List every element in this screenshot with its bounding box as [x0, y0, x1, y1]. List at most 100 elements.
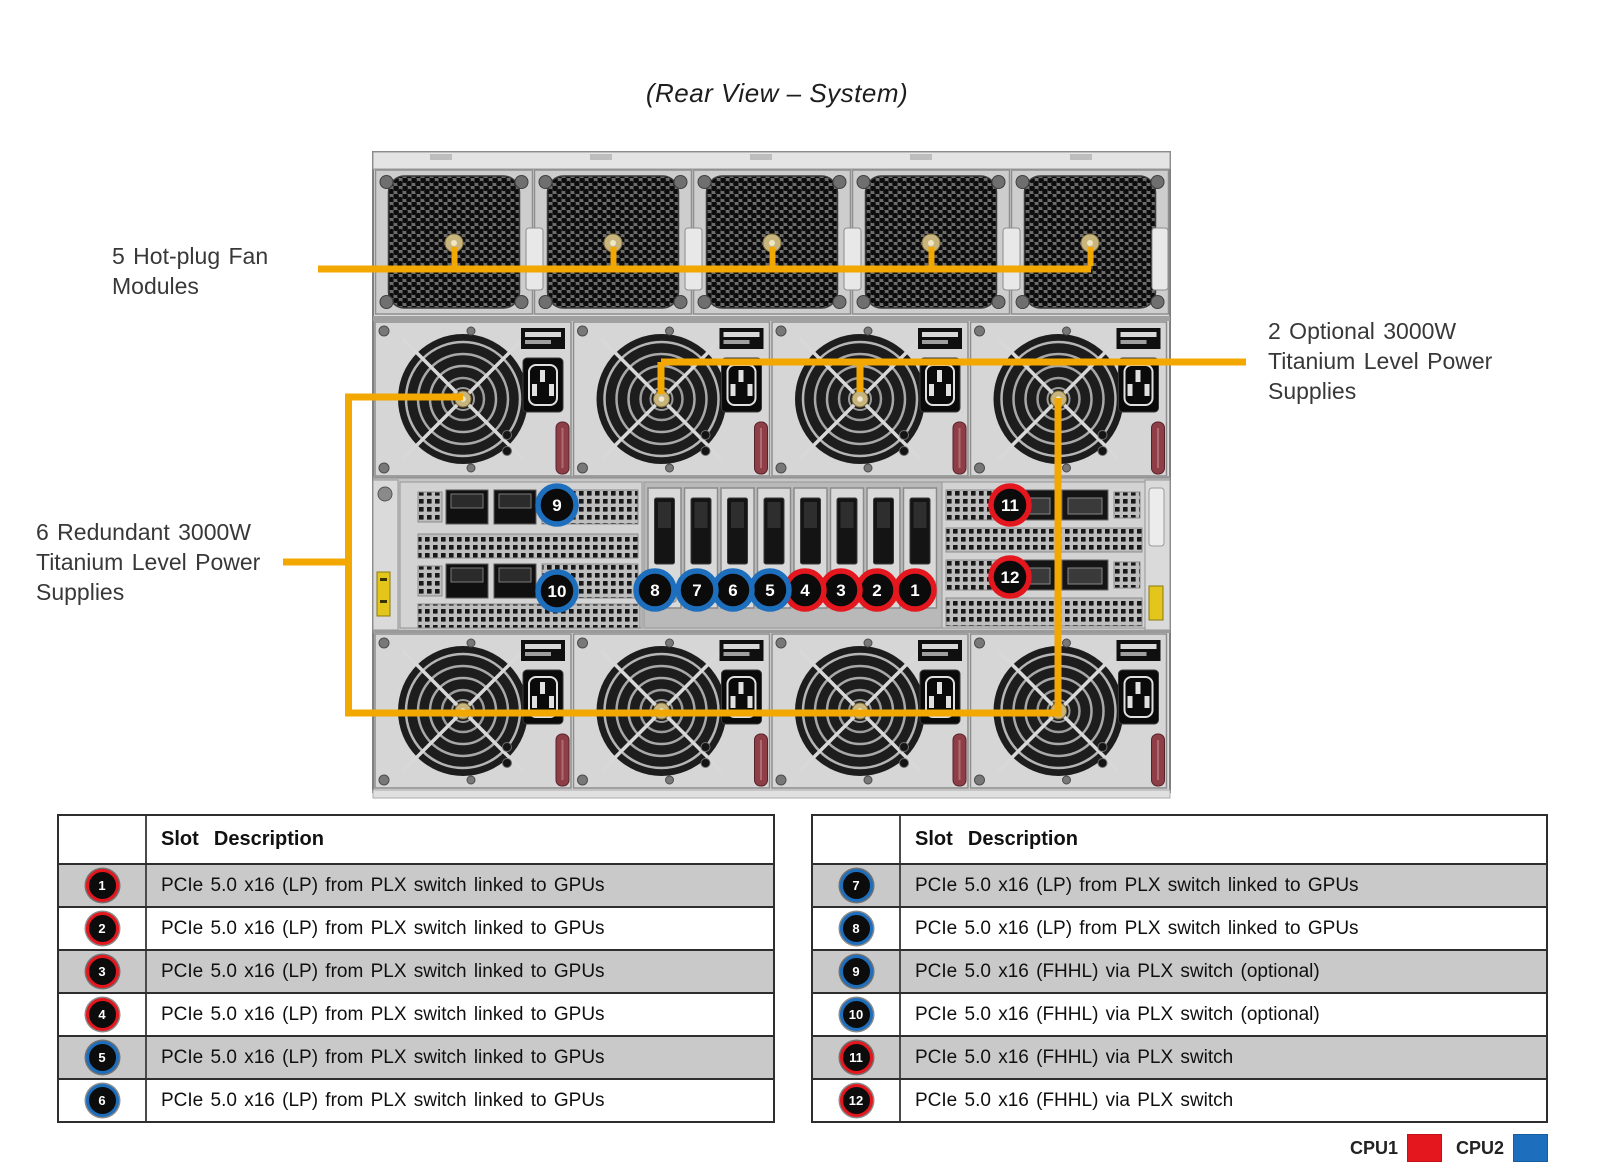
slot-badge-6: 6: [85, 1084, 119, 1117]
legend-swatch-cpu2: [1513, 1134, 1548, 1162]
legend-item-cpu2: CPU2: [1456, 1134, 1548, 1162]
diagram-slot-badge-number: 9: [552, 496, 561, 515]
io-section: [372, 477, 1171, 633]
legend-label: CPU2: [1455, 1137, 1504, 1158]
table-row-slot-10: 10 PCIe 5.0 x16 (FHHL) via PLX switch (op…: [813, 992, 1546, 1035]
table-row-slot-6: 6 PCIe 5.0 x16 (LP) from PLX switch linke…: [59, 1078, 773, 1121]
fan-callout-stubs: [451, 247, 1094, 266]
slot-badge-12: 12: [839, 1084, 873, 1117]
warning-sticker: [1148, 585, 1164, 621]
slot-number-cell: 1: [59, 865, 147, 906]
diagram-slot-badge-number: 7: [692, 581, 701, 600]
slot-number-cell: 5: [59, 1037, 147, 1078]
table-row-slot-1: 1 PCIe 5.0 x16 (LP) from PLX switch linke…: [59, 863, 773, 906]
header-slot-cell: [59, 816, 147, 863]
slot-number-cell: 8: [813, 908, 901, 949]
slot-description-cell: PCIe 5.0 x16 (LP) from PLX switch linked…: [161, 1046, 605, 1068]
fan-modules-label: 5 Hot-plug Fan Modules: [112, 243, 269, 299]
diagram-slot-badge-number: 6: [728, 581, 737, 600]
slot-number-cell: 4: [59, 994, 147, 1035]
header-description-cell: Slot Description: [915, 828, 1078, 850]
slot-description-cell: PCIe 5.0 x16 (LP) from PLX switch linked…: [915, 917, 1359, 939]
slot-number-cell: 10: [813, 994, 901, 1035]
table-row-slot-8: 8 PCIe 5.0 x16 (LP) from PLX switch linke…: [813, 906, 1546, 949]
table-row-slot-9: 9 PCIe 5.0 x16 (FHHL) via PLX switch (opt…: [813, 949, 1546, 992]
fan-module: [851, 169, 1011, 315]
slot-badge-9: 9: [839, 955, 873, 988]
slot-description-cell: PCIe 5.0 x16 (LP) from PLX switch linked…: [161, 1003, 605, 1025]
diagram-slot-badge-10: [535, 569, 579, 613]
ethernet-port-row: [417, 489, 639, 525]
page-title: (Rear View – System): [645, 78, 909, 108]
table-row-slot-12: 12 PCIe 5.0 x16 (FHHL) via PLX switch: [813, 1078, 1546, 1121]
optional-psu-callout-line: [657, 358, 1246, 394]
slot-number-cell: 11: [813, 1037, 901, 1078]
diagram-slot-badge-11: [988, 483, 1032, 527]
diagram-slot-badge-number: 5: [765, 581, 774, 600]
slot-description-cell: PCIe 5.0 x16 (LP) from PLX switch linked…: [161, 874, 605, 896]
redundant-psu-callout-line: [283, 393, 1062, 717]
slot-description-cell: PCIe 5.0 x16 (FHHL) via PLX switch (opti…: [915, 960, 1320, 982]
redundant-psu-label: 6 Redundant 3000W Titanium Level Power S…: [36, 519, 261, 605]
table-row-slot-7: 7 PCIe 5.0 x16 (LP) from PLX switch linke…: [813, 863, 1546, 906]
warning-sticker: [376, 571, 391, 617]
diagram-slot-badge-number: 11: [1001, 496, 1019, 515]
psu-row-top: [373, 320, 1170, 479]
diagram-slot-badge-8: [633, 568, 677, 612]
slot-badge-2: 2: [85, 912, 119, 945]
slot-description-cell: PCIe 5.0 x16 (FHHL) via PLX switch: [915, 1046, 1234, 1068]
slot-badge-10: 10: [839, 998, 873, 1031]
fan-module: [692, 169, 852, 315]
table-header-row: Slot Description: [813, 816, 1546, 863]
slot-badge-11: 11: [839, 1041, 873, 1074]
diagram-slot-badge-number: 10: [548, 582, 567, 601]
fan-module: [533, 169, 693, 315]
diagram-slot-badge-7: [675, 568, 719, 612]
slot-number-cell: 6: [59, 1080, 147, 1121]
table-row-slot-4: 4 PCIe 5.0 x16 (LP) from PLX switch linke…: [59, 992, 773, 1035]
fan-module-handles: [525, 227, 1169, 291]
diagram-slot-badge-number: 2: [872, 581, 881, 600]
diagram-slot-badge-number: 12: [1001, 568, 1020, 587]
slot-badge-1: 1: [85, 869, 119, 902]
table-row-slot-5: 5 PCIe 5.0 x16 (LP) from PLX switch linke…: [59, 1035, 773, 1078]
psu-module: [571, 320, 772, 478]
header-slot-cell: [813, 816, 901, 863]
legend-item-cpu1: CPU1: [1350, 1134, 1442, 1162]
fan-module-row: [373, 169, 1170, 321]
slot-description-cell: PCIe 5.0 x16 (LP) from PLX switch linked…: [161, 960, 605, 982]
psu-module: [968, 320, 1169, 478]
slot-description-cell: PCIe 5.0 x16 (LP) from PLX switch linked…: [915, 874, 1359, 896]
fan-module: [1010, 169, 1170, 315]
slot-badge-7: 7: [839, 869, 873, 902]
diagram-slot-badge-number: 1: [910, 581, 919, 600]
fan-module: [374, 169, 534, 315]
slot-description-cell: PCIe 5.0 x16 (FHHL) via PLX switch: [915, 1089, 1234, 1111]
slot-number-cell: 2: [59, 908, 147, 949]
table-row-slot-11: 11 PCIe 5.0 x16 (FHHL) via PLX switch: [813, 1035, 1546, 1078]
psu-module: [770, 320, 970, 478]
diagram-slot-badge-number: 8: [650, 581, 659, 600]
slot-description-cell: PCIe 5.0 x16 (LP) from PLX switch linked…: [161, 1089, 605, 1111]
slot-number-cell: 3: [59, 951, 147, 992]
diagram-slot-badge-12: [988, 555, 1032, 599]
table-row-slot-3: 3 PCIe 5.0 x16 (LP) from PLX switch linke…: [59, 949, 773, 992]
diagram-slot-badge-9: [535, 483, 579, 527]
diagram-slot-badge-number: 3: [836, 581, 845, 600]
legend-label: CPU1: [1349, 1137, 1398, 1158]
cpu-legend: CPU1 CPU2: [1240, 1134, 1548, 1162]
slot-badge-3: 3: [85, 955, 119, 988]
slot-description-cell: PCIe 5.0 x16 (FHHL) via PLX switch (opti…: [915, 1003, 1320, 1025]
slot-number-cell: 9: [813, 951, 901, 992]
slot-number-cell: 12: [813, 1080, 901, 1121]
diagram-slot-badge-number: 4: [800, 581, 810, 600]
slot-badge-5: 5: [85, 1041, 119, 1074]
table-header-row: Slot Description: [59, 816, 773, 863]
slot-badge-8: 8: [839, 912, 873, 945]
optional-psu-label: 2 Optional 3000W Titanium Level Power Su…: [1268, 318, 1493, 404]
